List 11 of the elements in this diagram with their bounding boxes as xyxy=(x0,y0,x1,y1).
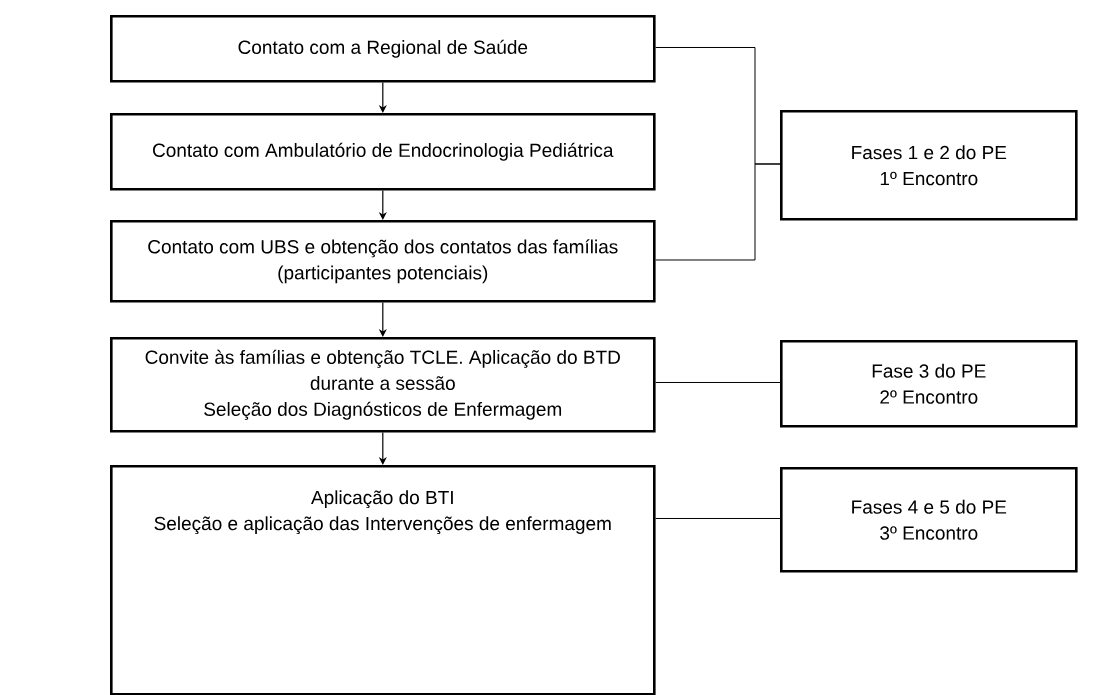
process-box: Contato com Ambulatório de Endocrinologia Pediátrica xyxy=(110,113,656,191)
connector-line xyxy=(655,518,781,519)
connector-line xyxy=(655,382,781,383)
bracket-connector xyxy=(655,163,781,261)
process-box: Contato com a Regional de Saúde xyxy=(110,15,656,83)
phase-box: Fases 1 e 2 do PE 1º Encontro xyxy=(780,110,1078,221)
phase-box: Fase 3 do PE 2º Encontro xyxy=(780,340,1078,428)
process-box: Aplicação do BTI Seleção e aplicação das Intervenções de enfermagem xyxy=(110,465,656,695)
process-box: Convite às famílias e obtenção TCLE. Aplicação do BTD durante a sessão Seleção dos Diagnósticos de Enfermagem xyxy=(110,337,656,433)
phase-box: Fases 4 e 5 do PE 3º Encontro xyxy=(780,467,1078,573)
process-box: Contato com UBS e obtenção dos contatos das famílias (participantes potenciais) xyxy=(110,220,656,303)
